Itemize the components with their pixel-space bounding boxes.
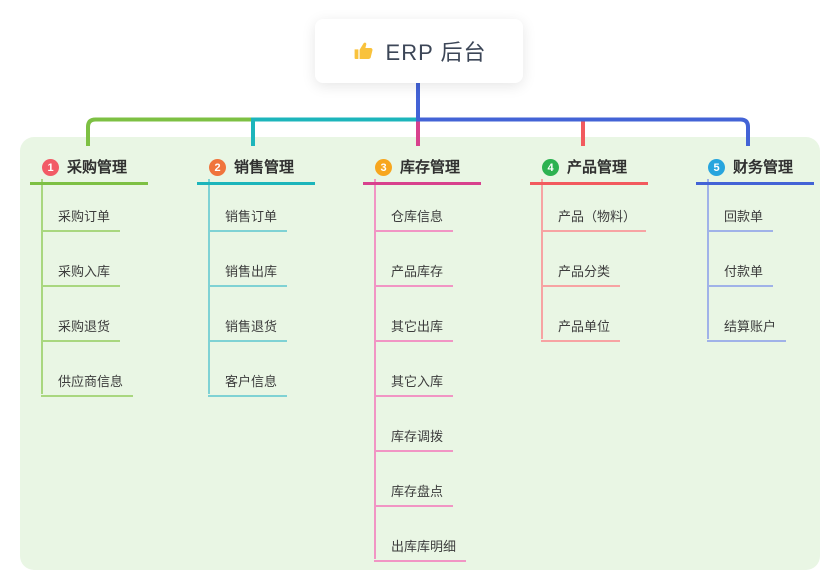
thumbs-up-icon [352,39,376,63]
child-node[interactable]: 采购入库 [41,254,121,287]
child-node[interactable]: 采购订单 [41,199,121,232]
child-node[interactable]: 采购退货 [41,309,121,342]
branch-number-badge: 5 [708,159,725,176]
branch-number-badge: 3 [375,159,392,176]
root-node-label: ERP 后台 [385,40,487,65]
child-node[interactable]: 销售订单 [208,199,288,232]
child-node[interactable]: 客户信息 [208,364,288,397]
child-node[interactable]: 销售退货 [208,309,288,342]
branch-child-rail [374,179,376,559]
branch-node[interactable]: 5 财务管理 [696,148,814,185]
child-node[interactable]: 销售出库 [208,254,288,287]
branch-node-label: 销售管理 [234,159,295,176]
child-node[interactable]: 其它出库 [374,309,454,342]
child-node[interactable]: 产品库存 [374,254,454,287]
branch-node-label: 采购管理 [67,159,128,176]
child-node[interactable]: 库存调拨 [374,419,454,452]
branch-node-label: 财务管理 [733,159,794,176]
branch-number-badge: 2 [209,159,226,176]
branch-node[interactable]: 2 销售管理 [197,148,315,185]
child-node[interactable]: 其它入库 [374,364,454,397]
branch-number-badge: 4 [542,159,559,176]
child-node[interactable]: 库存盘点 [374,474,454,507]
child-node[interactable]: 付款单 [707,254,774,287]
branch-node[interactable]: 3 库存管理 [363,148,481,185]
diagram-container [20,137,820,570]
branch-node[interactable]: 4 产品管理 [530,148,648,185]
child-node[interactable]: 仓库信息 [374,199,454,232]
child-node[interactable]: 结算账户 [707,309,787,342]
branch-node-label: 产品管理 [567,159,628,176]
branch-child-rail [707,179,709,339]
child-node[interactable]: 回款单 [707,199,774,232]
child-node[interactable]: 产品（物料） [541,199,647,232]
child-node[interactable]: 供应商信息 [41,364,134,397]
child-node[interactable]: 产品单位 [541,309,621,342]
branch-child-rail [541,179,543,339]
child-node[interactable]: 出库库明细 [374,529,467,562]
branch-node-label: 库存管理 [400,159,461,176]
child-node[interactable]: 产品分类 [541,254,621,287]
branch-number-badge: 1 [42,159,59,176]
root-node[interactable]: ERP 后台 [315,19,523,83]
branch-node[interactable]: 1 采购管理 [30,148,148,185]
